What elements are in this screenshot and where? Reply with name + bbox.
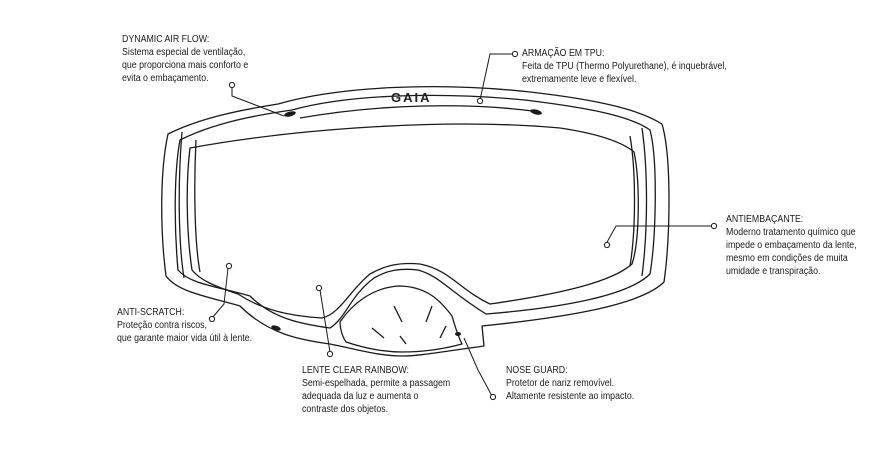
leader-air-flow — [231, 87, 285, 117]
callout-title: LENTE CLEAR RAINBOW: — [302, 365, 409, 376]
frame-inner-band — [174, 94, 656, 329]
anchor-antifog — [710, 222, 718, 230]
callout-title: ARMAÇÃO EM TPU: — [522, 48, 605, 59]
callout-line: Protetor de nariz removível. — [506, 378, 615, 389]
callout-line: que garante maior vida útil à lente. — [117, 333, 253, 344]
nose-guard-slot-2 — [425, 305, 433, 323]
frame-right-edge-1 — [641, 127, 648, 277]
callout-anti-scratch: ANTI-SCRATCH: Proteção contra riscos, qu… — [117, 306, 252, 345]
anchor-nose-guard — [489, 393, 497, 401]
callout-antifog: ANTIEMBAÇANTE: Moderno tratamento químic… — [726, 213, 857, 278]
callout-line: Semi-espelhada, permite a passagem — [302, 378, 451, 389]
leader-anti-scratch — [211, 267, 229, 319]
frame-outer — [161, 86, 670, 357]
callout-title: NOSE GUARD: — [506, 365, 568, 376]
anchor-frame — [476, 97, 484, 105]
anchor-anti-scratch-lens — [225, 262, 233, 270]
callout-title: ANTI-SCRATCH: — [117, 307, 185, 318]
frame-brow — [299, 105, 541, 119]
frame-left-edge-1 — [178, 131, 185, 279]
anchor-antifog-lens — [603, 241, 611, 249]
anchor-lens-point — [315, 284, 323, 292]
air-vent-right — [530, 109, 542, 115]
callout-title: ANTIEMBAÇANTE: — [726, 214, 804, 225]
callout-line: que proporciona mais conforto e — [122, 60, 249, 71]
callout-line: Sistema especial de ventilação, — [122, 47, 246, 58]
nose-guard-slot-5 — [399, 335, 407, 345]
callout-line: extremamente leve e flexível. — [522, 74, 637, 85]
callout-line: umidade e transpiração. — [726, 266, 821, 277]
nose-guard-slot-3 — [371, 327, 385, 339]
anchor-lens — [326, 350, 334, 358]
callout-line: Proteção contra riscos, — [117, 320, 207, 331]
callout-line: contraste dos objetos. — [302, 404, 389, 415]
frame-left-edge-2 — [194, 139, 201, 273]
callout-air-flow: DYNAMIC AIR FLOW: Sistema especial de ve… — [122, 33, 248, 85]
nose-guard-slot-4 — [439, 325, 447, 339]
callout-nose-guard: NOSE GUARD: Protetor de nariz removível.… — [506, 364, 634, 403]
frame-right-edge-2 — [629, 135, 636, 267]
air-vent-lower-left — [271, 325, 281, 331]
callout-line: Feita de TPU (Thermo Polyurethane), é in… — [522, 61, 727, 72]
leader-frame — [479, 53, 512, 101]
air-vent-left — [284, 111, 296, 117]
leader-nose-guard — [463, 337, 493, 397]
nose-guard-slot-1 — [393, 305, 403, 323]
callout-line: mesmo em condições de muita — [726, 253, 848, 264]
brand-logo-text: GAIA — [391, 90, 432, 105]
callout-line: evita o embaçamento. — [122, 73, 209, 84]
anchor-frame-label — [511, 50, 519, 58]
nose-guard — [339, 285, 463, 353]
callout-lens: LENTE CLEAR RAINBOW: Semi-espelhada, per… — [302, 364, 450, 416]
callout-line: adequada da luz e aumenta o — [302, 391, 419, 402]
leader-lens — [319, 289, 331, 353]
anchor-anti-scratch — [208, 315, 216, 323]
callout-frame: ARMAÇÃO EM TPU: Feita de TPU (Thermo Pol… — [522, 47, 727, 86]
lens-outline — [186, 123, 639, 319]
callout-title: DYNAMIC AIR FLOW: — [122, 34, 210, 45]
callout-line: Altamente resistente ao impacto. — [506, 391, 635, 402]
callout-line: impede o embaçamento da lente, — [726, 240, 857, 251]
nose-guard-vent — [455, 332, 461, 336]
leader-antifog — [605, 225, 712, 245]
anchor-air-flow — [228, 81, 236, 89]
callout-line: Moderno tratamento químico que — [726, 227, 856, 238]
